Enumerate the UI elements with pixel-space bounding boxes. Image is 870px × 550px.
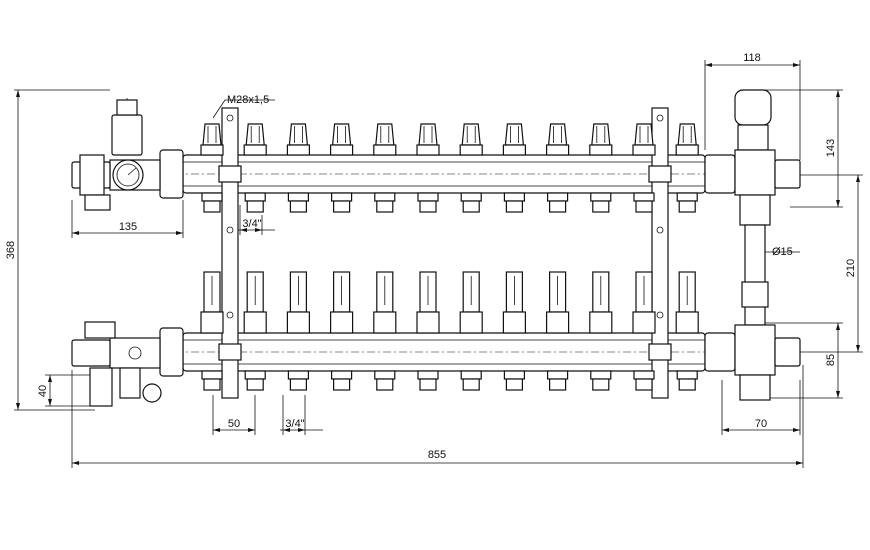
- bottom-left-height-label: 40: [37, 385, 49, 397]
- mounting-brackets: [218, 107, 672, 399]
- supply-outlet: [286, 123, 310, 213]
- return-outlet: [632, 271, 656, 391]
- supply-manifold: [175, 154, 712, 194]
- return-outlets: [200, 271, 699, 391]
- supply-outlet: [589, 123, 613, 213]
- thermostatic-head: [734, 89, 772, 126]
- top-right-width-label: 118: [743, 52, 761, 64]
- supply-outlets: [200, 123, 699, 213]
- return-manifold: [175, 332, 712, 372]
- bypass-pipe: [744, 224, 766, 326]
- total-width-label: 855: [428, 449, 446, 461]
- outlet-thread-bottom-label: 3/4": [285, 418, 304, 430]
- return-outlet: [416, 271, 440, 391]
- bottom-right-width-label: 70: [755, 418, 767, 430]
- supply-outlet: [632, 123, 656, 213]
- return-outlet: [545, 271, 570, 391]
- outlet-thread-top-label: 3/4": [242, 218, 261, 230]
- return-outlet: [589, 271, 613, 391]
- return-outlet: [243, 271, 267, 391]
- supply-outlet: [330, 123, 354, 213]
- left-fitting-width-label: 135: [119, 221, 137, 233]
- return-outlet: [675, 271, 699, 391]
- return-outlet: [502, 271, 526, 391]
- supply-outlet: [502, 123, 526, 213]
- return-outlet: [459, 271, 483, 391]
- right-pump-group: [704, 89, 801, 401]
- return-outlet: [330, 271, 354, 391]
- total-height-label: 368: [5, 241, 17, 259]
- supply-outlet: [675, 123, 699, 213]
- bottom-right-height-label: 85: [825, 354, 837, 366]
- thread-label: M28x1,5: [227, 94, 269, 106]
- supply-outlet: [416, 123, 440, 213]
- supply-outlet: [243, 123, 267, 213]
- outlet-pitch-label: 50: [228, 418, 240, 430]
- supply-outlet: [200, 123, 224, 213]
- bypass-diameter-label: Ø15: [772, 246, 793, 258]
- left-return-fitting: [71, 321, 184, 407]
- dimension-labels: M28x1,5 368 855 135 118 143 210 85 70 50…: [5, 52, 857, 461]
- return-outlet: [373, 271, 397, 391]
- return-outlet: [200, 271, 224, 391]
- dimension-lines: [14, 60, 863, 468]
- supply-outlet: [545, 123, 570, 213]
- top-right-height-label: 143: [825, 139, 837, 157]
- bar-spacing-label: 210: [845, 259, 857, 277]
- supply-outlet: [373, 123, 397, 213]
- left-supply-fitting: [71, 98, 184, 211]
- supply-outlet: [459, 123, 483, 213]
- return-outlet: [286, 271, 310, 391]
